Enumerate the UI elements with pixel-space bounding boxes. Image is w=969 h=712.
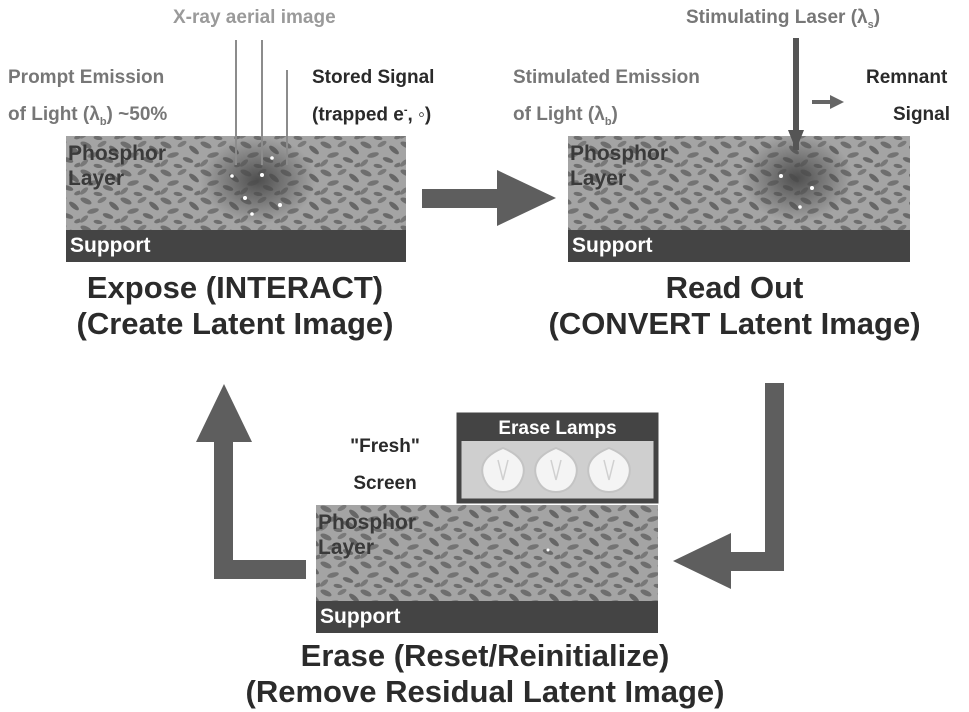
prompt-emission-line1: Prompt Emission xyxy=(8,67,165,88)
readout-plate xyxy=(568,134,910,262)
readout-stimulation-cloud xyxy=(741,134,853,222)
erase-lamps-label: Erase Lamps xyxy=(498,418,617,439)
readout-support-bar xyxy=(568,230,910,262)
arrow-expose-to-readout xyxy=(422,170,556,226)
expose-interaction-cloud xyxy=(200,136,316,224)
stimulated-emission-line2: of Light (λb) xyxy=(513,104,618,128)
expose-support-label: Support xyxy=(70,234,151,257)
remnant-signal-line2: Signal xyxy=(893,104,951,125)
erase-lamp-box xyxy=(456,412,659,504)
laser-beam-head xyxy=(788,130,804,150)
fresh-screen-line2: Screen xyxy=(353,473,417,494)
prompt-emission-line2: of Light (λb) ~50% xyxy=(8,104,168,128)
readout-title: Read Out(CONVERT Latent Image) xyxy=(548,270,921,341)
expose-trapped-electrons xyxy=(230,156,282,216)
remnant-signal-line1: Remnant xyxy=(866,67,948,88)
readout-support-label: Support xyxy=(572,234,653,257)
stored-signal-line2: (trapped e-, ◦) xyxy=(312,104,432,126)
readout-remaining-electrons xyxy=(779,174,814,209)
fresh-screen-line1: "Fresh" xyxy=(350,436,420,457)
xray-beams xyxy=(235,40,288,165)
remnant-arrow-head xyxy=(830,95,844,109)
xray-aerial-image-label: X-ray aerial image xyxy=(173,7,336,28)
erase-title: Erase (Reset/Reinitialize)(Remove Residu… xyxy=(245,638,725,709)
erase-lamp-bulb xyxy=(587,446,631,494)
arrow-erase-to-expose xyxy=(196,384,306,579)
erase-phosphor-layer xyxy=(316,505,658,601)
erase-support-bar xyxy=(316,601,658,633)
expose-title: Expose (INTERACT)(Create Latent Image) xyxy=(76,270,394,341)
stimulating-laser-label: Stimulating Laser (λs) xyxy=(686,7,881,31)
erase-lamp-bulb xyxy=(481,446,525,494)
erase-support-label: Support xyxy=(320,605,401,628)
erase-lamp-header xyxy=(459,415,656,441)
erase-lamp-bulb xyxy=(534,446,578,494)
stimulated-emission-line1: Stimulated Emission xyxy=(513,67,700,88)
arrow-readout-to-erase xyxy=(673,383,784,589)
stored-signal-line1: Stored Signal xyxy=(312,67,435,88)
readout-phosphor-layer xyxy=(568,136,910,230)
erase-plate xyxy=(316,505,658,633)
erase-lamp-bulbs xyxy=(481,446,631,494)
expose-support-bar xyxy=(66,230,406,262)
